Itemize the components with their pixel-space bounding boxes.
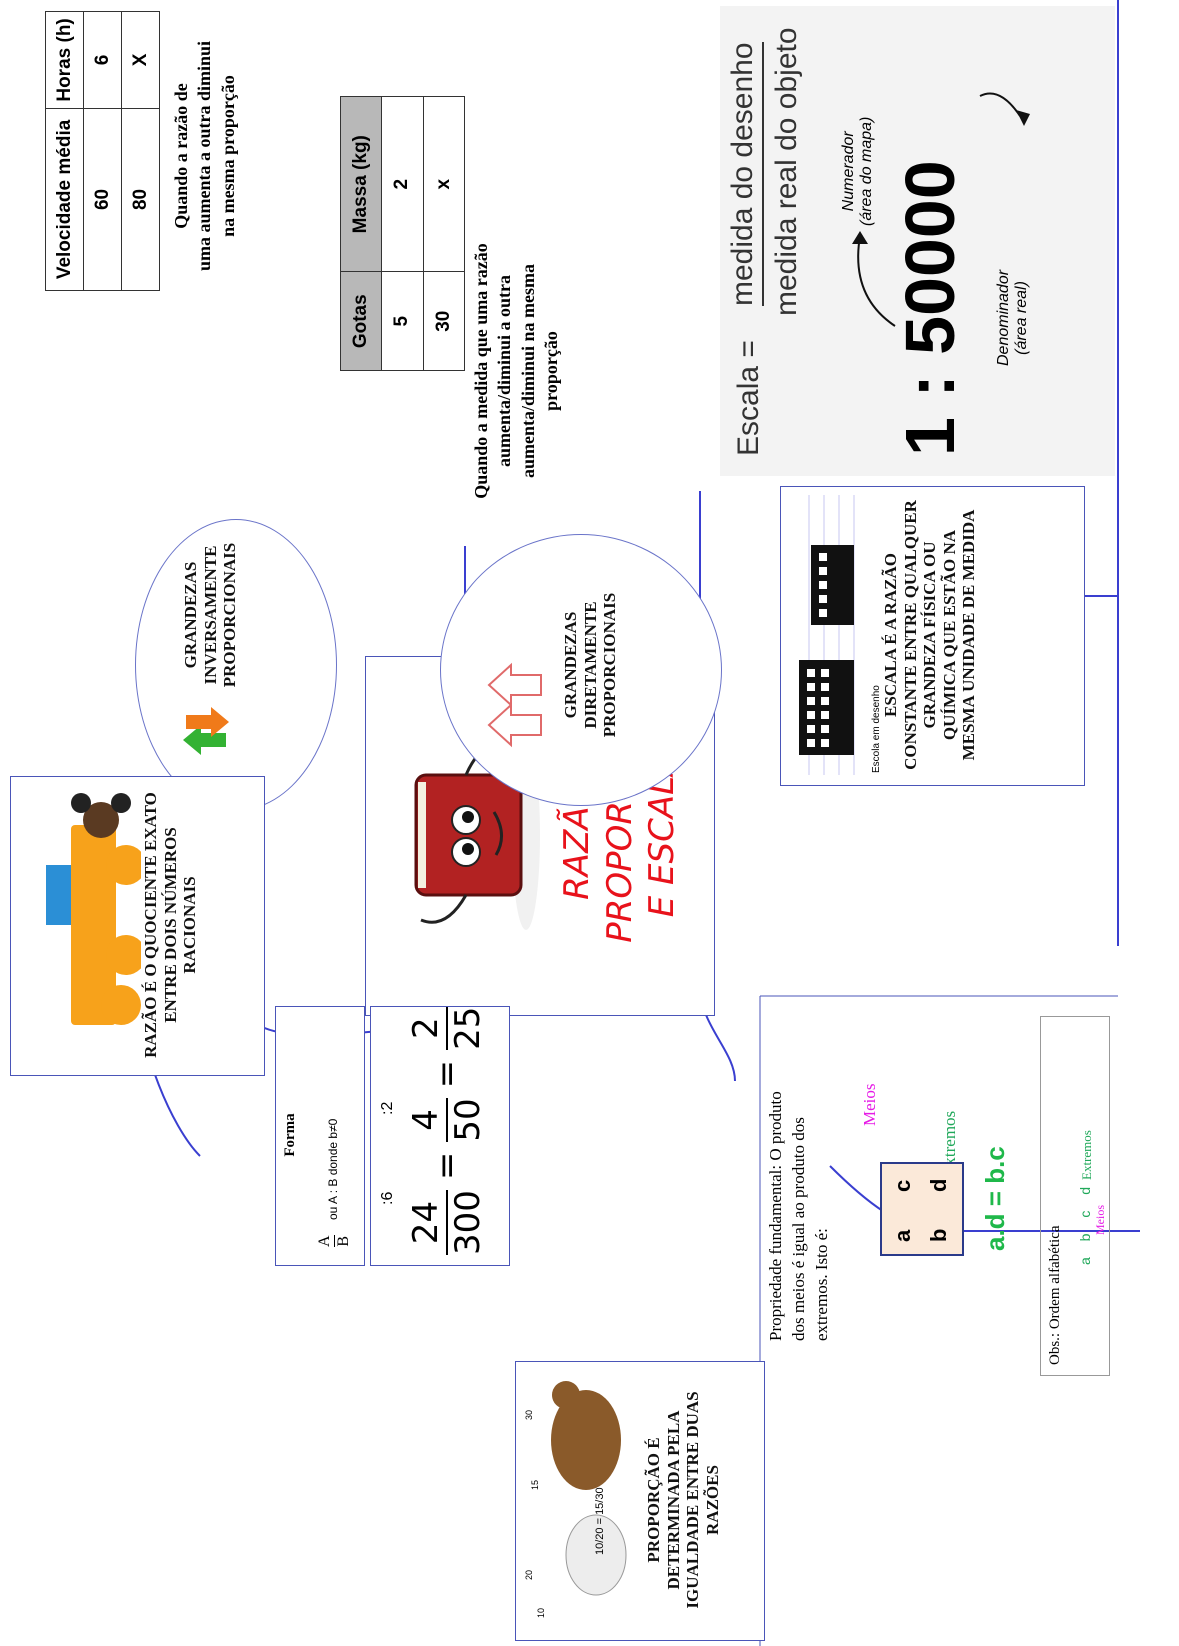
up-down-arrows-icon (183, 707, 229, 755)
obs-text: Obs.: Ordem alfabética (1047, 1225, 1063, 1365)
direct-table-wrap: Gotas Massa (kg) 5 2 30 x (340, 96, 465, 371)
reason-fractions-card: :6 :2 24 300 = 4 50 = 2 25 (370, 1006, 510, 1266)
girl-with-fraction-illustration (46, 793, 141, 1025)
inverse-caption: Quando a razão de uma aumenta a outra di… (170, 0, 240, 316)
obs-extremos: Extremos (1079, 1130, 1094, 1180)
proportion-dim-label: 20 (524, 1569, 534, 1580)
obs-letters: a b c d (1077, 1181, 1093, 1265)
letter-d: d (926, 1178, 951, 1192)
proportion-dim-label: 15 (530, 1479, 540, 1490)
inverse-node[interactable]: GRANDEZAS INVERSAMENTE PROPORCIONAIS (135, 519, 337, 811)
obs-letter: b (1077, 1227, 1093, 1242)
direct-caption-line: proporção (541, 331, 562, 411)
reason-divisor: :6 (379, 1191, 396, 1205)
proportion-label: PROPORÇÃO É DETERMINADA PELA IGUALDADE E… (644, 1391, 722, 1609)
inverse-caption-line: na mesma proporção (217, 75, 238, 237)
fundamental-equation: a.d = b.c (980, 1146, 1010, 1251)
meios-label: Meios (860, 1083, 879, 1127)
direct-header-mass: Massa (kg) (340, 96, 382, 272)
obs-letter: d (1077, 1180, 1093, 1195)
obs-letter: c (1077, 1204, 1093, 1218)
proportion-diagram: Meios Extremos a b c d a.d = b.c Obs.: O… (850, 986, 1120, 1406)
reason-fraction: 2 25 (406, 1006, 488, 1050)
scale-node[interactable]: Escola em desenho ESCALA É A RAZÃO CONST… (780, 486, 1085, 786)
proportion-node[interactable]: 10/20 = 15/30 10 20 15 30 PROPORÇÃO É DE… (515, 1361, 765, 1641)
reason-fraction: 24 300 (406, 1190, 488, 1255)
obs-meios: Meios (1093, 1205, 1107, 1235)
reason-divisor: :2 (379, 1101, 396, 1115)
outlined-arrows-icon (487, 662, 542, 748)
reason-label: RAZÃO É O QUOCIENTE EXATO ENTRE DOIS NÚM… (141, 792, 200, 1058)
property-line: extremos. Isto é: (811, 1228, 831, 1341)
inverse-header-speed: Velocidade média (45, 108, 84, 291)
fraction-num: 24 (406, 1190, 448, 1255)
fraction-den: 300 (448, 1190, 488, 1255)
reason-form-fraction: A B (316, 1235, 352, 1247)
direct-cell: 30 (423, 271, 465, 371)
scale-formula-panel: Escala = medida do desenho medida real d… (720, 6, 1115, 476)
inverse-table: Velocidade média Horas (h) 60 6 80 X (45, 11, 160, 291)
equal-sign: = (427, 1059, 467, 1089)
letter-a: a (890, 1229, 915, 1242)
reason-form-num: A (316, 1235, 335, 1247)
reason-fraction: 4 50 (406, 1098, 488, 1142)
reason-fraction-chain: 24 300 = 4 50 = 2 25 (406, 1006, 488, 1255)
inverse-header-hours: Horas (h) (45, 11, 84, 109)
fraction-num: 2 (406, 1006, 448, 1050)
reason-form-card: Forma A B ou A : B donde b≠0 (275, 1006, 365, 1266)
reason-form-den: B (334, 1235, 352, 1247)
fraction-den: 50 (448, 1098, 488, 1142)
direct-cell: 5 (381, 271, 424, 371)
scale-label: ESCALA É A RAZÃO CONSTANTE ENTRE QUALQUE… (881, 500, 979, 770)
property-line: dos meios é igual ao produto dos (788, 1117, 808, 1341)
animals-illustration (551, 1381, 627, 1596)
proportion-dim-label: 30 (524, 1409, 534, 1420)
proportion-dim-label: 10 (536, 1607, 546, 1618)
direct-cell: 2 (381, 96, 424, 272)
obs-box: Obs.: Ordem alfabética a b c d Extremos … (1040, 1016, 1110, 1376)
fraction-den: 25 (448, 1006, 488, 1050)
direct-table: Gotas Massa (kg) 5 2 30 x (340, 96, 465, 371)
building-drawing-illustration (799, 495, 855, 775)
direct-cell: x (423, 96, 465, 272)
reason-form-text: ou A : B donde b≠0 (326, 1118, 340, 1220)
inverse-table-wrap: Velocidade média Horas (h) 60 6 80 X (45, 11, 160, 291)
equal-sign: = (427, 1151, 467, 1181)
proportion-property-text: Propriedade fundamental: O produto dos m… (765, 971, 834, 1341)
direct-caption-line: aumenta/diminui a outra (494, 274, 515, 468)
direct-label: GRANDEZAS DIRETAMENTE PROPORCIONAIS (561, 592, 620, 738)
inverse-caption-line: uma aumenta a outra diminui (194, 40, 215, 272)
inverse-cell: X (121, 11, 160, 109)
reason-node[interactable]: RAZÃO É O QUOCIENTE EXATO ENTRE DOIS NÚM… (10, 776, 265, 1076)
inverse-cell: 80 (121, 108, 160, 291)
property-line: Propriedade fundamental: O produto (766, 1091, 785, 1341)
inverse-caption-line: Quando a razão de (171, 83, 191, 229)
direct-node[interactable]: GRANDEZAS DIRETAMENTE PROPORCIONAIS (440, 534, 722, 806)
direct-caption-line: aumenta/diminui na mesma (517, 263, 538, 479)
inverse-cell: 6 (83, 11, 122, 109)
letter-c: c (890, 1179, 915, 1192)
letter-b: b (926, 1228, 951, 1242)
direct-header-drops: Gotas (340, 271, 382, 371)
inverse-label: GRANDEZAS INVERSAMENTE PROPORCIONAIS (181, 542, 240, 688)
ratio-box: a b c d (880, 1162, 964, 1256)
obs-letter: a (1077, 1251, 1093, 1265)
proportion-mini-equation: 10/20 = 15/30 (594, 1487, 606, 1555)
scale-arrows (852, 92, 1030, 327)
reason-form-title: Forma (282, 1113, 298, 1157)
inverse-cell: 60 (83, 108, 122, 291)
fraction-num: 4 (406, 1098, 448, 1142)
direct-caption-line: Quando a medida que uma razão (471, 243, 491, 499)
direct-caption: Quando a medida que uma razão aumenta/di… (470, 171, 564, 571)
